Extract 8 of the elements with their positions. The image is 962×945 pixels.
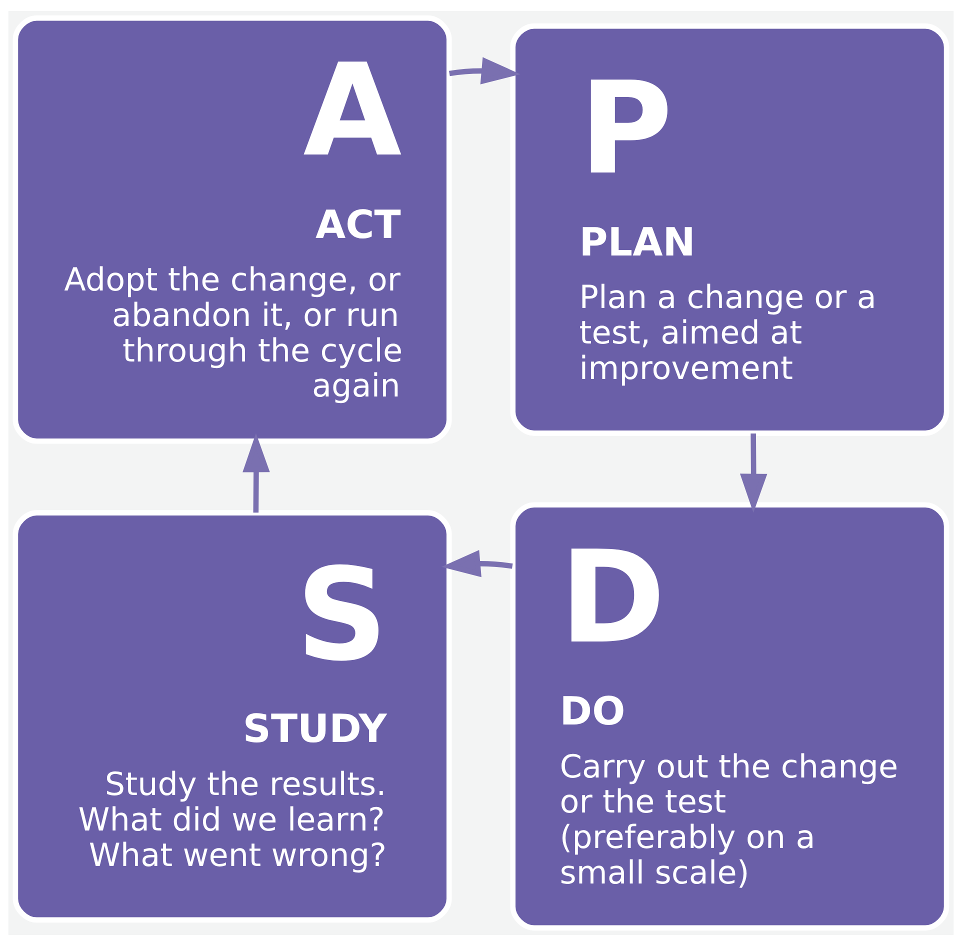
node-box: P PLAN Plan a change or a test, aimed at improvement: [510, 22, 950, 436]
node-box: D DO Carry out the change or the test (preferably on a small scale): [510, 502, 950, 930]
arrow: [242, 432, 270, 512]
arrow: [740, 432, 768, 512]
arrow: [441, 549, 513, 577]
arrow: [449, 56, 520, 84]
node-box: A ACT Adopt the change, or abandon it, or run through the cycle again: [12, 14, 452, 444]
node-box: S STUDY Study the results. What did we learn? What went wrong?: [12, 510, 452, 922]
